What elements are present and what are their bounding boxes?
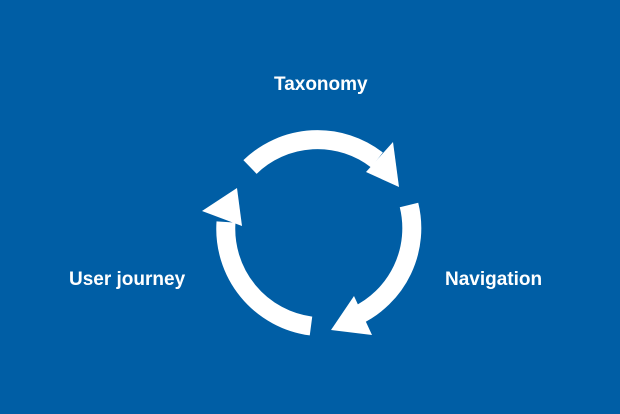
arrowhead-taxonomy	[202, 188, 242, 226]
arrow-taxonomy-to-navigation	[243, 130, 399, 187]
node-label-user-journey: User journey	[69, 269, 186, 290]
arrowhead-user-journey	[331, 296, 372, 335]
arrowhead-navigation	[366, 142, 399, 187]
arc-user-journey-taxonomy	[216, 221, 313, 336]
arc-taxonomy-navigation	[243, 130, 383, 174]
arc-navigation-user-journey	[351, 202, 422, 325]
node-label-taxonomy: Taxonomy	[274, 74, 368, 95]
arrow-navigation-to-user-journey	[331, 202, 422, 335]
node-label-navigation: Navigation	[445, 269, 543, 290]
arrow-user-journey-to-taxonomy	[202, 188, 313, 336]
